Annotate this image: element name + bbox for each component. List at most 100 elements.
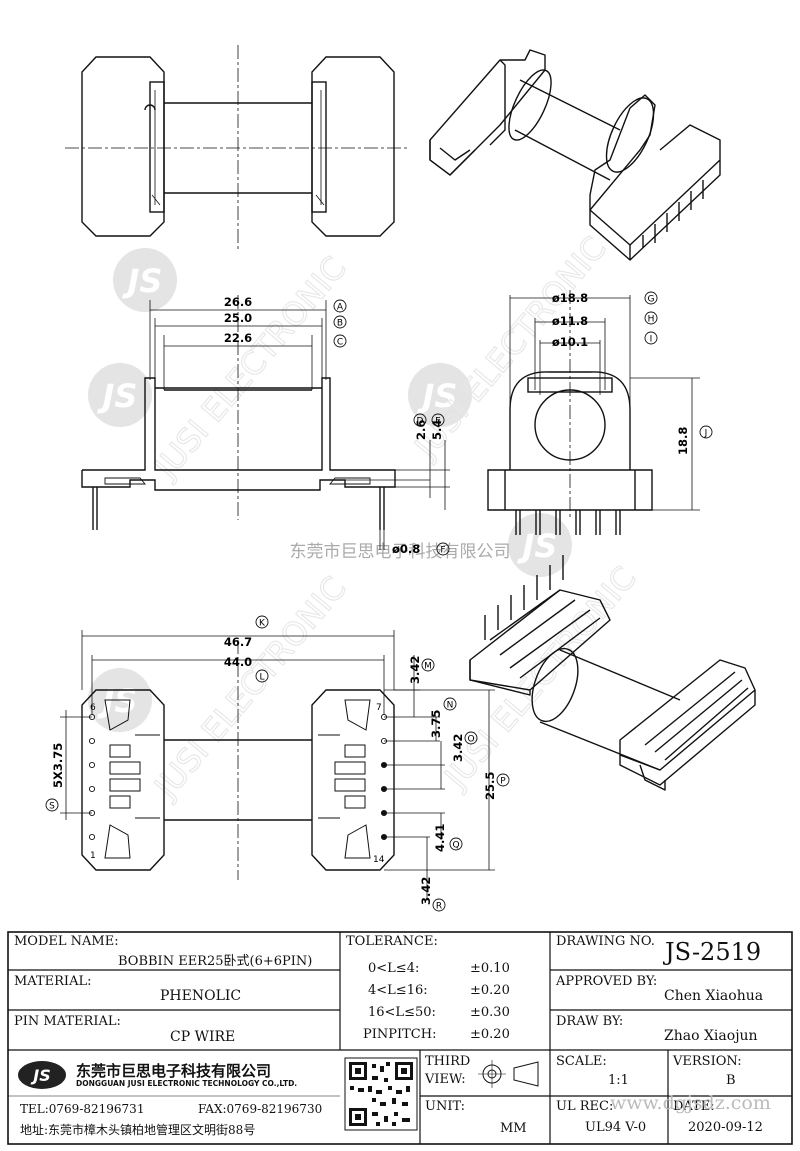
callout-q: Q bbox=[449, 837, 463, 851]
watermark-brand: JUSI ELECTRONIC bbox=[146, 569, 354, 806]
dim-i-text: ø10.1 bbox=[552, 335, 588, 349]
material-label: MATERIAL: bbox=[14, 974, 92, 989]
dim-a-text: 26.6 bbox=[224, 295, 252, 309]
dim-g-text: ø18.8 bbox=[552, 291, 588, 305]
watermark-company: 东莞市巨思电子科技有限公司 bbox=[290, 542, 511, 562]
tolerance-range-2: 4<L≤16: bbox=[368, 983, 428, 998]
dim-r-text: 3.42 bbox=[419, 877, 433, 905]
unit-value: MM bbox=[500, 1121, 527, 1136]
pin-material-value: CP WIRE bbox=[170, 1029, 236, 1045]
dim-o-text: 3.42 bbox=[451, 734, 465, 762]
model-name-label: MODEL NAME: bbox=[14, 934, 119, 949]
tolerance-value-2: ±0.20 bbox=[470, 983, 510, 998]
svg-text:L: L bbox=[259, 673, 264, 683]
pin-number-14: 14 bbox=[373, 855, 385, 865]
third-view-label: THIRD bbox=[425, 1054, 471, 1069]
watermark-brand: JUSI ELECTRONIC bbox=[436, 559, 644, 796]
svg-text:E: E bbox=[435, 417, 441, 427]
date-label: DATE: bbox=[673, 1099, 715, 1114]
company-logo: JS bbox=[18, 1061, 66, 1089]
drawing-no-label: DRAWING NO. bbox=[556, 934, 655, 949]
top-view bbox=[65, 45, 410, 250]
approved-by-label: APPROVED BY: bbox=[556, 974, 658, 989]
unit-label: UNIT: bbox=[425, 1099, 466, 1114]
dim-l-text: 44.0 bbox=[224, 655, 252, 669]
tolerance-range-1: 0<L≤4: bbox=[368, 961, 420, 976]
version-label: VERSION: bbox=[673, 1054, 742, 1069]
drawing-no-value: JS-2519 bbox=[665, 938, 762, 966]
qr-code-icon bbox=[344, 1057, 418, 1131]
dim-e-text: 5.4 bbox=[430, 420, 444, 440]
company-name-en: DONGGUAN JUSI ELECTRONIC TECHNOLOGY CO.,… bbox=[76, 1079, 298, 1088]
dim-n-text: 3.75 bbox=[429, 710, 443, 738]
right-slots bbox=[318, 699, 371, 859]
svg-text:S: S bbox=[49, 802, 55, 812]
version-value: B bbox=[726, 1073, 736, 1088]
dim-pin-text: ø0.8 bbox=[392, 542, 420, 556]
watermark-logo: JS bbox=[88, 363, 152, 427]
callout-e: E bbox=[431, 413, 445, 427]
dim-m-text: 3.42 bbox=[408, 656, 422, 684]
svg-text:JS: JS bbox=[30, 1066, 50, 1085]
dim-p-text: 25.5 bbox=[483, 772, 497, 800]
tolerance-value-1: ±0.10 bbox=[470, 961, 510, 976]
company-tel: TEL:0769-82196731 bbox=[20, 1102, 145, 1116]
svg-text:JS: JS bbox=[122, 262, 163, 300]
ul-rec-label: UL REC: bbox=[556, 1099, 614, 1114]
svg-text:A: A bbox=[337, 303, 344, 313]
scale-value: 1:1 bbox=[608, 1073, 629, 1088]
tolerance-value-3: ±0.30 bbox=[470, 1005, 510, 1020]
dim-b-text: 25.0 bbox=[224, 311, 252, 325]
approved-by-value: Chen Xiaohua bbox=[664, 988, 764, 1004]
callout-h: H bbox=[644, 311, 658, 325]
iso-pins-top bbox=[642, 180, 704, 248]
third-view-label-2: VIEW: bbox=[425, 1072, 466, 1087]
dim-c-text: 22.6 bbox=[224, 331, 252, 345]
svg-text:O: O bbox=[467, 735, 474, 745]
svg-text:D: D bbox=[417, 417, 424, 427]
dim-h-text: ø11.8 bbox=[552, 314, 588, 328]
callout-m: M bbox=[421, 658, 435, 672]
callout-a: A bbox=[333, 299, 347, 313]
callout-g: G bbox=[644, 291, 658, 305]
svg-text:JS: JS bbox=[97, 377, 138, 415]
svg-text:G: G bbox=[648, 295, 655, 305]
company-fax: FAX:0769-82196730 bbox=[198, 1102, 323, 1116]
tolerance-label: TOLERANCE: bbox=[346, 934, 438, 949]
callout-l: L bbox=[255, 669, 269, 683]
third-angle-symbol-icon bbox=[478, 1060, 539, 1088]
tolerance-range-4: PINPITCH: bbox=[363, 1027, 437, 1042]
svg-text:JS: JS bbox=[517, 527, 558, 565]
svg-text:P: P bbox=[500, 777, 506, 787]
left-slots bbox=[104, 699, 160, 859]
side-view bbox=[487, 290, 700, 535]
svg-text:F: F bbox=[440, 546, 445, 556]
ul-rec-value: UL94 V-0 bbox=[585, 1120, 647, 1135]
pin-material-label: PIN MATERIAL: bbox=[14, 1014, 121, 1029]
callout-i: I bbox=[644, 331, 658, 345]
watermark-logo: JS bbox=[408, 363, 472, 427]
callout-r: R bbox=[432, 898, 446, 912]
pin-holes-left bbox=[88, 713, 96, 841]
callout-p: P bbox=[496, 773, 510, 787]
dimension-callouts: A B C D E F G H I J K L M N O P Q R S bbox=[45, 291, 713, 912]
watermark-logo: JS bbox=[113, 248, 177, 312]
title-block-grid bbox=[7, 931, 793, 1145]
callout-d: D bbox=[413, 413, 427, 427]
scale-label: SCALE: bbox=[556, 1054, 607, 1069]
callout-c: C bbox=[333, 334, 347, 348]
pin-number-1: 1 bbox=[90, 851, 96, 861]
date-value: 2020-09-12 bbox=[688, 1120, 763, 1135]
dim-j-text: 18.8 bbox=[676, 427, 690, 455]
svg-text:H: H bbox=[648, 315, 655, 325]
svg-text:Q: Q bbox=[452, 841, 459, 851]
side-dims-text: ø18.8 ø11.8 ø10.1 18.8 bbox=[552, 291, 690, 455]
tolerance-range-3: 16<L≤50: bbox=[368, 1005, 436, 1020]
pin-holes-right bbox=[380, 713, 388, 841]
svg-text:JS: JS bbox=[97, 682, 138, 720]
svg-text:B: B bbox=[337, 319, 343, 329]
dim-s-text: 5X3.75 bbox=[51, 743, 65, 788]
bottom-dims-text: 46.7 44.0 3.42 3.75 3.42 25.5 4.41 3.42 … bbox=[51, 635, 497, 905]
